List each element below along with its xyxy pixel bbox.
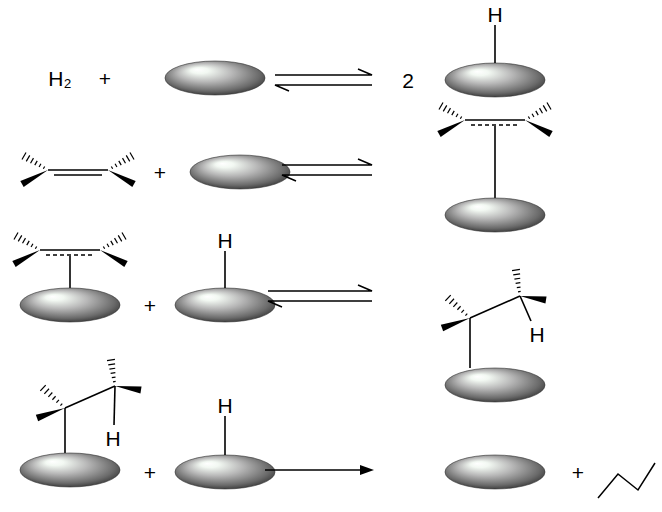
bond: [65, 386, 115, 408]
formula-label: H: [217, 395, 232, 416]
wedge-bond: [100, 250, 128, 267]
surface-bond: [494, 126, 496, 198]
bond: [520, 296, 531, 321]
hashed-bond: [107, 359, 116, 381]
metal-surface: [445, 198, 545, 232]
wedge-bond: [36, 408, 65, 421]
formula-label: +: [144, 462, 156, 483]
hashed-bond: [22, 153, 45, 169]
bond: [471, 124, 519, 126]
metal-surface: [175, 288, 275, 322]
wedge-bond: [520, 296, 547, 303]
metal-surface: [445, 368, 545, 402]
hashed-bond: [528, 103, 551, 119]
hashed-bond: [439, 103, 462, 119]
formula-label: +: [99, 68, 111, 89]
surface-bond: [69, 256, 71, 288]
equilibrium-arrows: [268, 285, 372, 307]
bond: [54, 174, 102, 176]
formula-label: H₂: [48, 68, 71, 89]
wedge-bond: [441, 318, 470, 331]
hashed-bond: [14, 233, 37, 249]
hashed-bond: [445, 295, 467, 316]
equilibrium-arrows: [282, 159, 372, 181]
bond: [470, 296, 520, 318]
metal-surface: [20, 453, 120, 487]
formula-label: H: [487, 4, 502, 25]
metal-surface: [20, 288, 120, 322]
metal-surface: [445, 455, 545, 489]
equilibrium-arrows: [275, 69, 372, 91]
wedge-bond: [108, 170, 136, 187]
surface-bond: [64, 408, 66, 453]
formula-label: H: [217, 230, 232, 251]
surface-hydrogen-bond: [224, 251, 226, 288]
metal-surface: [165, 61, 265, 95]
formula-label: +: [572, 462, 584, 483]
hashed-bond: [103, 233, 126, 249]
metal-surface: [175, 455, 275, 489]
wedge-bond: [437, 120, 465, 137]
surface-hydrogen-bond: [224, 416, 226, 455]
formula-label: H: [529, 324, 544, 345]
metal-surface: [445, 63, 545, 97]
wedge-bond: [20, 170, 48, 187]
surface-hydrogen-bond: [494, 25, 496, 63]
hashed-bond: [111, 153, 134, 169]
reaction-arrow: [265, 465, 374, 475]
butane-skeletal: [598, 463, 655, 498]
hashed-bond: [40, 385, 62, 406]
wedge-bond: [115, 386, 142, 393]
bond: [48, 169, 108, 171]
formula-label: +: [144, 295, 156, 316]
formula-label: H: [105, 428, 120, 449]
bond: [465, 119, 525, 121]
surface-bond: [469, 318, 471, 368]
bond: [40, 249, 100, 251]
bond: [46, 254, 94, 256]
metal-surface: [190, 155, 290, 189]
hashed-bond: [512, 269, 521, 291]
bond: [114, 386, 115, 425]
wedge-bond: [12, 250, 40, 267]
formula-label: +: [154, 162, 166, 183]
formula-label: 2: [402, 70, 414, 91]
wedge-bond: [525, 120, 553, 137]
